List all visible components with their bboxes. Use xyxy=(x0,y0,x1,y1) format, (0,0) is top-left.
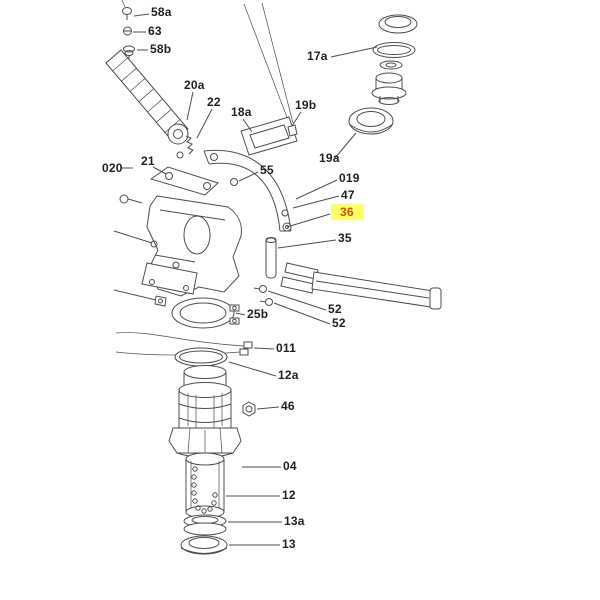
callout-25b[interactable]: 25b xyxy=(247,307,269,321)
leader-line-17a xyxy=(330,46,378,58)
leader-line-22 xyxy=(196,108,213,139)
leader-line-20a xyxy=(186,91,194,121)
part-arc-guide xyxy=(203,149,292,232)
callout-12a[interactable]: 12a xyxy=(278,368,299,382)
leader-line-52-lower xyxy=(273,302,331,325)
callout-35[interactable]: 35 xyxy=(338,231,352,245)
callout-58a[interactable]: 58a xyxy=(151,5,172,19)
leader-line-36 xyxy=(286,213,331,228)
callout-12[interactable]: 12 xyxy=(282,488,296,502)
callout-011[interactable]: 011 xyxy=(276,341,296,355)
part-top-fasteners xyxy=(122,7,135,62)
part-plate-18a xyxy=(240,116,298,156)
part-swivel-bracket xyxy=(141,166,242,297)
callout-19b[interactable]: 19b xyxy=(295,98,317,112)
callout-22[interactable]: 22 xyxy=(207,95,221,109)
part-top-right-stack xyxy=(348,14,418,135)
leader-line-35 xyxy=(277,239,337,249)
part-clamp-25b xyxy=(171,297,240,329)
callout-04[interactable]: 04 xyxy=(283,459,297,473)
leader-line-21 xyxy=(152,166,167,175)
part-cylinder-04 xyxy=(168,365,242,458)
callout-20a[interactable]: 20a xyxy=(184,78,205,92)
leader-line-25b xyxy=(235,312,246,316)
callout-52-upper[interactable]: 52 xyxy=(328,302,342,316)
leader-line-019 xyxy=(295,179,338,200)
leader-line-46 xyxy=(256,406,280,410)
callout-36[interactable]: 36 xyxy=(331,204,363,220)
leader-line-19a xyxy=(334,132,357,159)
part-washers-13a xyxy=(183,514,227,536)
callout-47[interactable]: 47 xyxy=(341,188,355,202)
callout-13a[interactable]: 13a xyxy=(284,514,305,528)
part-tiller-handle xyxy=(105,49,189,145)
leader-line-12a xyxy=(228,361,277,377)
leader-line-011 xyxy=(253,347,275,350)
leader-line-19b xyxy=(291,111,302,127)
part-tube-12 xyxy=(185,452,225,519)
callout-46[interactable]: 46 xyxy=(281,399,295,413)
leader-line-52-upper xyxy=(267,290,327,311)
callout-63[interactable]: 63 xyxy=(148,24,162,38)
callout-19a[interactable]: 19a xyxy=(319,151,340,165)
leader-line-47 xyxy=(292,195,340,209)
part-cup-13 xyxy=(180,535,228,555)
callout-58b[interactable]: 58b xyxy=(150,42,172,56)
callout-leader-lines xyxy=(121,13,378,546)
callout-13[interactable]: 13 xyxy=(282,537,296,551)
callout-52-lower[interactable]: 52 xyxy=(332,316,346,330)
callout-019[interactable]: 019 xyxy=(339,171,360,185)
callout-17a[interactable]: 17a xyxy=(307,49,328,63)
callout-020[interactable]: 020 xyxy=(102,161,123,175)
part-steering-arm xyxy=(253,262,442,310)
leader-guides xyxy=(121,0,294,124)
part-left-hardware xyxy=(113,194,167,307)
leader-line-58a xyxy=(133,13,150,17)
leader-line-55 xyxy=(238,171,259,182)
part-nut-46 xyxy=(242,401,256,417)
leader-line-18a xyxy=(242,118,253,133)
callout-21[interactable]: 21 xyxy=(141,154,155,168)
callout-55[interactable]: 55 xyxy=(260,163,274,177)
callout-18a[interactable]: 18a xyxy=(231,105,252,119)
